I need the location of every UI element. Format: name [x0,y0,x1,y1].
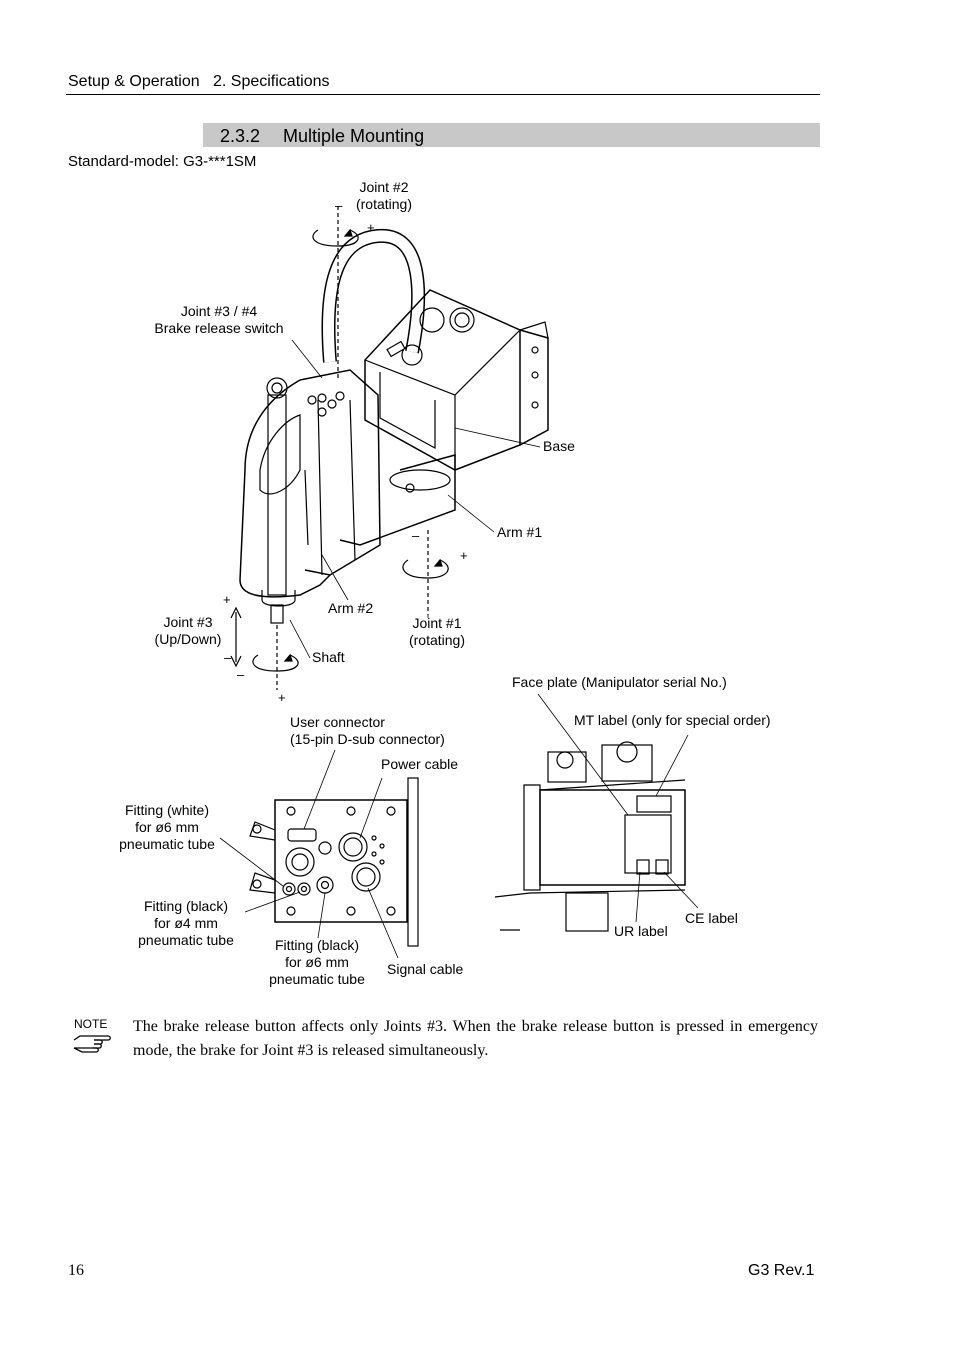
section-number: 2.3.2 [220,126,261,146]
base-side-drawing [494,693,699,932]
note-label: NOTE [74,1017,108,1031]
shaft-label: Shaft [312,649,345,665]
fitting-white-label: Fitting (white) for ø6 mm pneumatic tube [119,802,215,852]
section-heading-bar [203,123,820,147]
pointing-hand-icon [72,1032,112,1059]
note-text: The brake release button affects only Jo… [133,1018,818,1059]
signal-cable-label: Signal cable [387,961,464,977]
power-cable-label: Power cable [381,756,459,772]
robot-drawing [230,206,549,690]
ur-label-label: UR label [614,923,668,939]
base-label: Base [543,438,575,454]
fitting-black-4mm-label: Fitting (black) for ø4 mm pneumatic tube [138,898,234,948]
brake-release-switch-label: Joint #3 / #4 Brake release switch [154,303,284,336]
page-number: 16 [68,1262,84,1279]
joint3-label: Joint #3 (Up/Down) [154,614,222,647]
face-plate-label: Face plate (Manipulator serial No.) [512,674,727,690]
model-line: Standard-model: G3-***1SM [68,153,257,170]
joint1-plus-sign: + [460,548,468,563]
joint4-minus-sign: – [237,667,245,682]
joint4-plus-sign: + [278,690,286,705]
arm2-label: Arm #2 [328,600,374,616]
joint2-plus-sign: + [367,220,375,235]
joint2-minus-sign: – [335,198,343,213]
joint1-minus-sign: – [412,528,420,543]
header-rule [66,94,820,95]
ce-label-label: CE label [685,910,738,926]
revision-label: G3 Rev.1 [748,1262,815,1279]
arm1-label: Arm #1 [497,524,543,540]
running-header: Setup & Operation 2. Specifications [68,73,330,90]
joint2-label: Joint #2 (rotating) [355,179,413,212]
joint3-minus-sign: – [224,650,232,665]
joint3-plus-sign: + [223,592,231,607]
joint1-label: Joint #1 (rotating) [408,615,466,648]
section-title: Multiple Mounting [283,126,425,146]
mt-label-label: MT label (only for special order) [574,712,771,728]
connector-panel-drawing [219,749,419,959]
fitting-black-6mm-label: Fitting (black) for ø6 mm pneumatic tube [269,937,365,987]
user-connector-label: User connector (15-pin D-sub connector) [290,714,445,747]
